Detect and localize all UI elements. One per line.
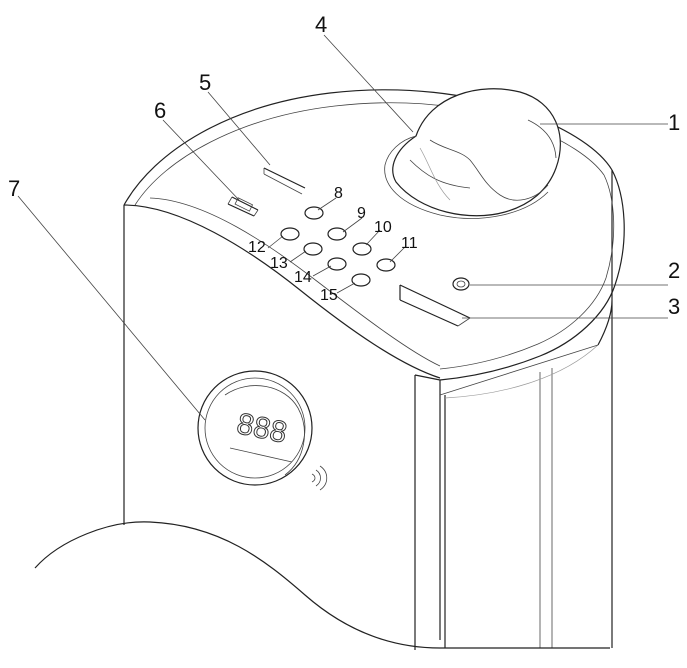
labels: 1 2 3 4 5 6 7 8 9 10 11 12 13 14 15 [8, 12, 680, 319]
label-1: 1 [668, 110, 680, 135]
label-14: 14 [294, 269, 312, 286]
right-side-panel [439, 299, 613, 648]
label-5: 5 [199, 70, 211, 95]
label-10: 10 [374, 219, 392, 236]
dome [384, 88, 561, 219]
button-13[interactable] [303, 242, 323, 256]
slot-6 [227, 196, 259, 217]
label-2: 2 [668, 258, 680, 283]
button-9[interactable] [327, 227, 347, 241]
leader-lines [17, 34, 668, 421]
round-display: 888 [197, 370, 328, 491]
button-10[interactable] [352, 242, 372, 256]
button-11[interactable] [376, 258, 396, 272]
slot-5 [263, 167, 306, 195]
label-9: 9 [357, 205, 366, 222]
label-15: 15 [320, 287, 338, 304]
bottom-cut [34, 521, 610, 649]
label-6: 6 [154, 98, 166, 123]
button-12[interactable] [280, 227, 300, 241]
label-13: 13 [270, 255, 288, 272]
button-15[interactable] [351, 273, 371, 287]
button-14[interactable] [327, 257, 347, 271]
label-12: 12 [248, 239, 266, 256]
front-box [123, 197, 599, 650]
keypad [280, 206, 396, 287]
indicator-2 [452, 277, 470, 291]
label-3: 3 [668, 294, 680, 319]
label-7: 7 [8, 176, 20, 201]
label-4: 4 [315, 12, 327, 37]
label-11: 11 [401, 235, 418, 252]
slot-3 [399, 284, 471, 327]
label-8: 8 [334, 185, 343, 202]
